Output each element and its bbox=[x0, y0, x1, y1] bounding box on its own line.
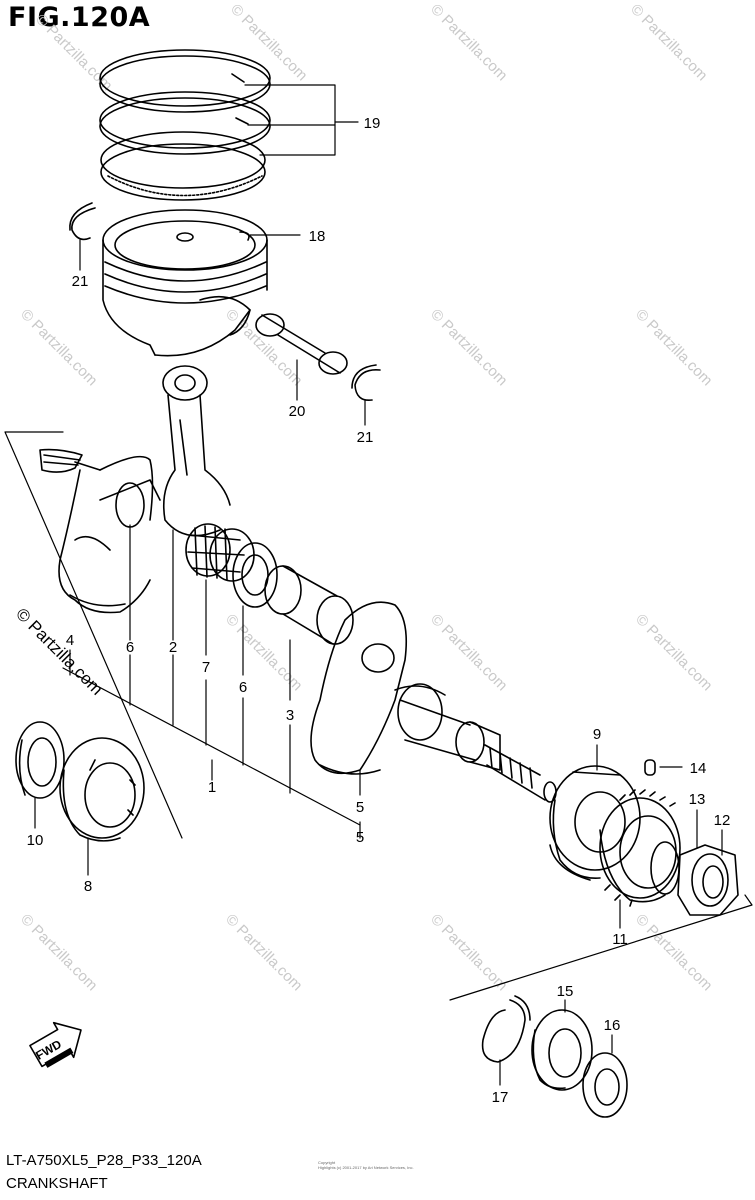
circlips bbox=[69, 202, 381, 402]
callout-4: 4 bbox=[66, 632, 74, 649]
callout-21: 21 bbox=[72, 273, 89, 290]
watermark: © Partzilla.com bbox=[427, 1, 510, 84]
callout-6: 6 bbox=[239, 679, 247, 696]
callout-18: 18 bbox=[309, 228, 326, 245]
watermark: © Partzilla.com bbox=[222, 306, 305, 389]
figure-title: FIG.120A bbox=[8, 2, 151, 33]
callout-20: 20 bbox=[289, 403, 306, 420]
crankshaft-left bbox=[39, 448, 161, 614]
figure-code: LT-A750XL5_P28_P33_120A bbox=[6, 1152, 202, 1169]
left-bearing bbox=[59, 737, 145, 842]
balancer-parts bbox=[481, 995, 628, 1118]
watermark: © Partzilla.com bbox=[222, 611, 305, 694]
callout-15: 15 bbox=[557, 983, 574, 1000]
callout-10: 10 bbox=[27, 832, 44, 849]
watermarks: © Partzilla.com © Partzilla.com © Partzi… bbox=[17, 1, 715, 994]
crankshaft-right bbox=[310, 601, 557, 803]
callout-21: 21 bbox=[357, 429, 374, 446]
watermark: © Partzilla.com bbox=[222, 911, 305, 994]
oil-seal bbox=[15, 721, 65, 799]
piston-rings bbox=[99, 49, 271, 201]
callout-6: 6 bbox=[126, 639, 134, 656]
callout-2: 2 bbox=[169, 639, 177, 656]
copyright-note: Copyright Highlights (c) 2001-2017 by Ar… bbox=[318, 1160, 414, 1170]
watermark: © Partzilla.com bbox=[427, 911, 510, 994]
watermark: © Partzilla.com bbox=[427, 611, 510, 694]
watermark: © Partzilla.com bbox=[632, 306, 715, 389]
callout-19: 19 bbox=[364, 115, 381, 132]
fwd-arrow-icon: FWD bbox=[29, 1021, 82, 1068]
callout-14: 14 bbox=[690, 760, 707, 777]
callout-7: 7 bbox=[202, 659, 210, 676]
callout-5: 5 bbox=[356, 829, 364, 846]
callout-12: 12 bbox=[714, 812, 731, 829]
watermark-prominent: © Partzilla.com bbox=[12, 604, 106, 698]
piston-pin bbox=[255, 313, 348, 375]
callout-1: 1 bbox=[208, 779, 216, 796]
callout-16: 16 bbox=[604, 1017, 621, 1034]
callouts: 19 18 21 20 21 4 6 2 7 6 3 1 5 5 9 14 13… bbox=[27, 115, 731, 1106]
callout-5: 5 bbox=[356, 799, 364, 816]
right-bearing bbox=[549, 765, 641, 881]
callout-11: 11 bbox=[612, 931, 628, 948]
watermark: © Partzilla.com bbox=[17, 911, 100, 994]
watermark: © Partzilla.com bbox=[632, 911, 715, 994]
callout-8: 8 bbox=[84, 878, 92, 895]
connecting-rod bbox=[162, 365, 231, 537]
watermark: © Partzilla.com bbox=[32, 11, 115, 94]
leader-lines bbox=[4, 84, 753, 1086]
crank-nut bbox=[650, 841, 739, 916]
crank-gear bbox=[599, 789, 681, 907]
callout-3: 3 bbox=[286, 707, 294, 724]
figure-name: CRANKSHAFT bbox=[6, 1175, 108, 1192]
watermark: © Partzilla.com bbox=[632, 611, 715, 694]
watermark: © Partzilla.com bbox=[627, 1, 710, 84]
piston bbox=[102, 209, 268, 357]
watermark: © Partzilla.com bbox=[427, 306, 510, 389]
callout-17: 17 bbox=[492, 1089, 509, 1106]
needle-bearing bbox=[185, 523, 255, 582]
watermark: © Partzilla.com bbox=[17, 306, 100, 389]
callout-13: 13 bbox=[689, 791, 706, 808]
crank-key bbox=[644, 759, 656, 776]
callout-9: 9 bbox=[593, 726, 601, 743]
